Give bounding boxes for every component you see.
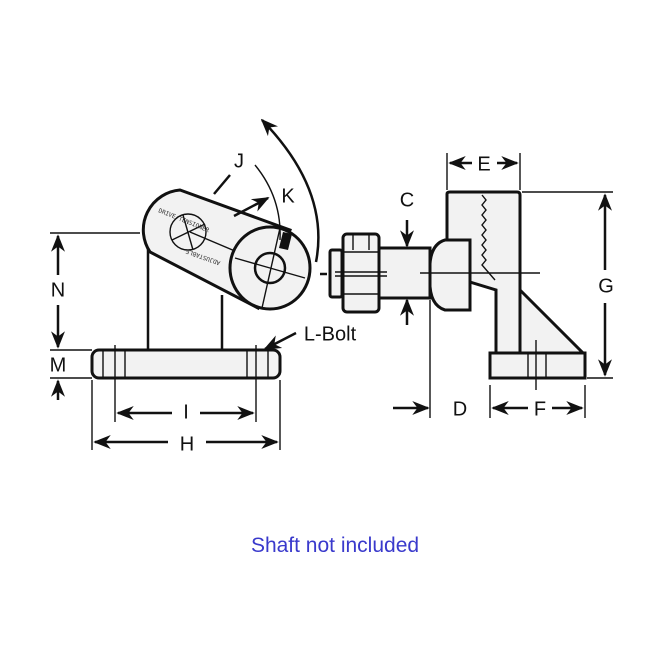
label-i: I bbox=[183, 401, 189, 423]
side-view: DRIVE TENSIONER ADJUSTABLE J K N M I H bbox=[50, 118, 357, 455]
label-k: K bbox=[281, 185, 295, 207]
pivot-hole bbox=[169, 213, 207, 251]
label-m: M bbox=[50, 354, 67, 376]
front-base bbox=[488, 351, 587, 380]
label-h: H bbox=[180, 433, 194, 455]
gusset bbox=[518, 286, 587, 355]
caption: Shaft not included bbox=[250, 534, 420, 557]
j-arc bbox=[260, 118, 320, 263]
nut bbox=[341, 232, 381, 314]
label-l-bolt: L-Bolt bbox=[304, 323, 357, 345]
label-g: G bbox=[598, 275, 614, 297]
l-bolt-leader bbox=[263, 331, 297, 351]
label-c: C bbox=[400, 189, 414, 211]
base-plate bbox=[90, 348, 282, 380]
nut-cap bbox=[328, 248, 344, 299]
roller-bore bbox=[253, 251, 287, 285]
k-arc bbox=[254, 164, 281, 241]
label-n: N bbox=[51, 279, 65, 301]
front-view: E G C D F bbox=[320, 153, 614, 420]
label-f: F bbox=[534, 398, 546, 420]
label-e: E bbox=[477, 153, 490, 175]
pivot-dome bbox=[428, 238, 472, 312]
label-d: D bbox=[453, 398, 467, 420]
label-j: J bbox=[234, 150, 244, 172]
